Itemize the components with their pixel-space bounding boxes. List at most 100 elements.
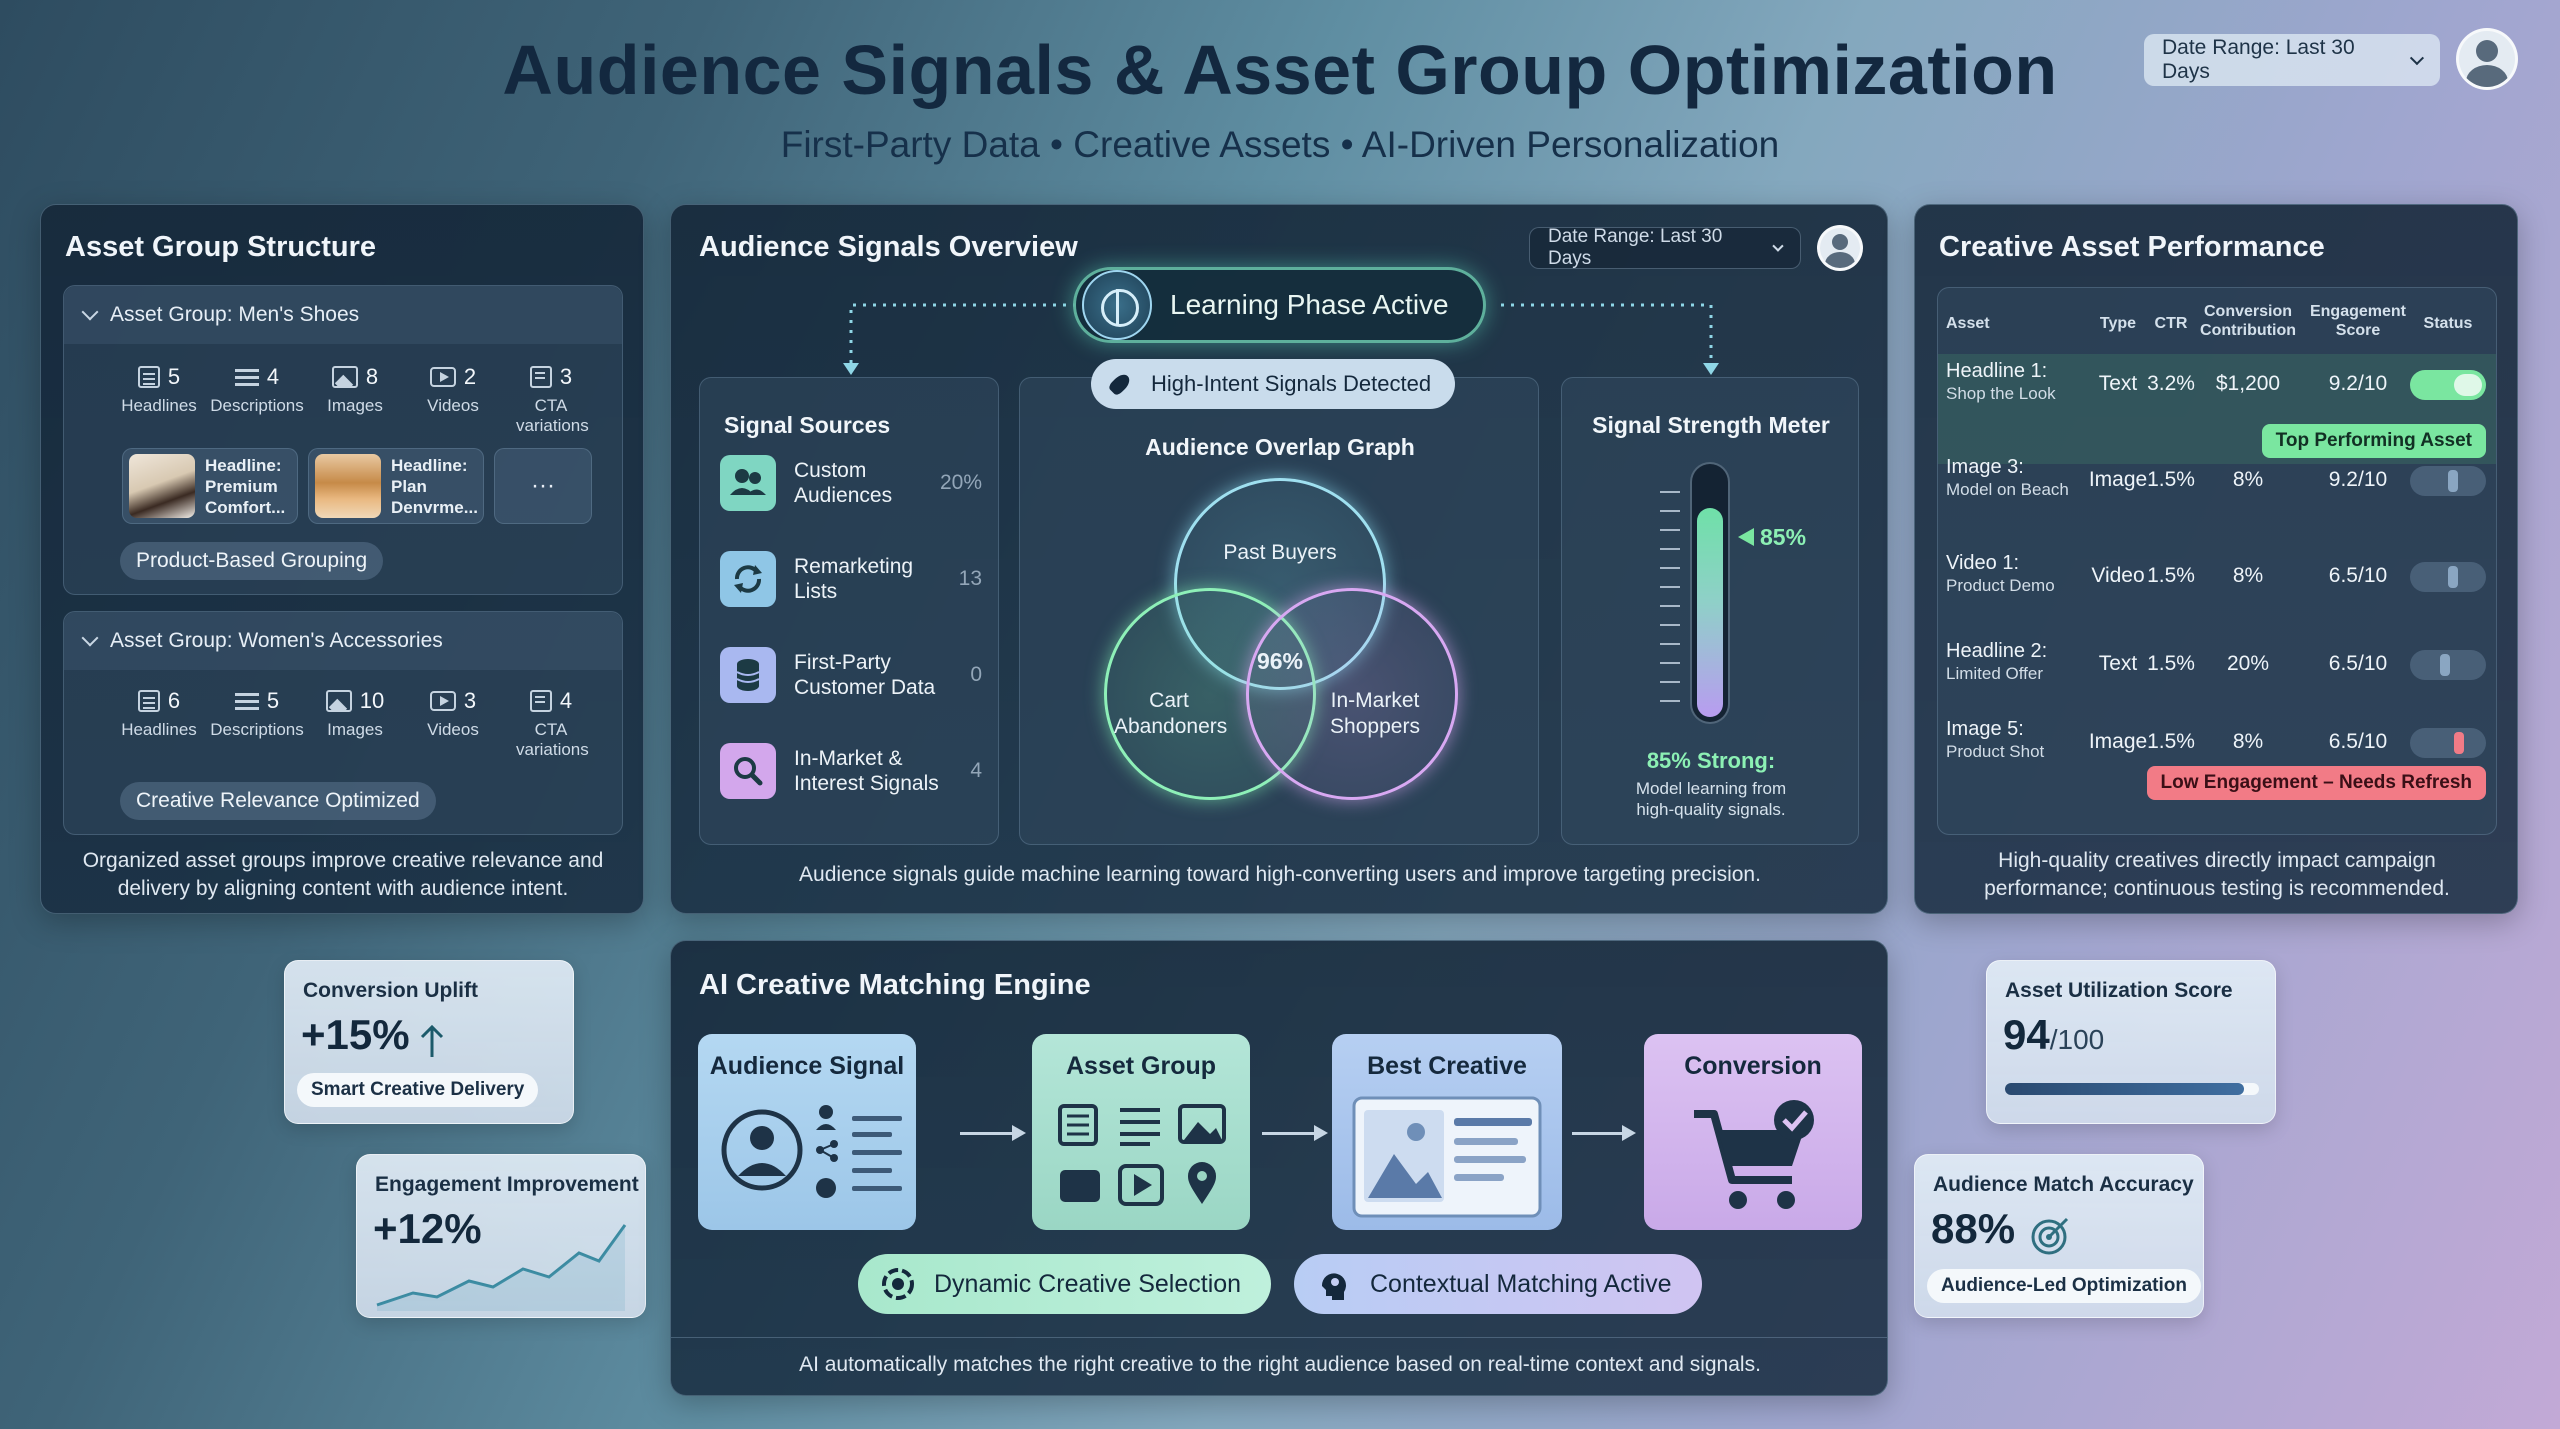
asset-icons-grid xyxy=(1058,1104,1226,1206)
venn-label: In-Market Shoppers xyxy=(1330,689,1420,738)
panel-footnote: High-quality creatives directly impact c… xyxy=(1984,849,2450,900)
signal-source-custom-audiences[interactable]: Custom Audiences 20% xyxy=(720,448,982,518)
panel-title: Asset Group Structure xyxy=(65,231,376,263)
stat-value: 2 xyxy=(463,364,477,389)
date-range-dropdown[interactable]: Date Range: Last 30 Days xyxy=(1529,226,1801,269)
learning-phase-badge: Learning Phase Active xyxy=(1073,267,1486,343)
kpi-title: Engagement Improvement xyxy=(375,1173,639,1196)
asset-title: Image 3: xyxy=(1946,456,2024,478)
asset-detail: Model on Beach xyxy=(1946,480,2069,499)
panel-footnote: AI automatically matches the right creat… xyxy=(799,1353,1761,1376)
signal-source-label: First-Party Customer Data xyxy=(794,651,936,699)
asset-ctr: 1.5% xyxy=(2147,730,2195,753)
date-range-dropdown[interactable]: Date Range: Last 30 Days xyxy=(2144,34,2440,86)
venn-label: Past Buyers xyxy=(1223,541,1337,564)
table-header: Type xyxy=(2099,315,2137,332)
step-best-creative[interactable]: Best Creative xyxy=(1332,1034,1562,1230)
user-avatar[interactable] xyxy=(2456,28,2518,90)
asset-conversion: 8% xyxy=(2232,564,2264,587)
stat-label: CTA variations xyxy=(516,396,589,435)
asset-ctr: 1.5% xyxy=(2147,564,2195,587)
venn-circle-in-market[interactable] xyxy=(1246,588,1458,800)
status-toggle[interactable] xyxy=(2410,650,2486,680)
stat-videos: 3 Videos xyxy=(404,688,502,740)
section-title: Signal Sources xyxy=(724,412,891,438)
video-icon xyxy=(429,691,456,711)
ellipsis-icon: ··· xyxy=(531,472,555,499)
status-toggle[interactable] xyxy=(2410,728,2486,758)
stat-value: 3 xyxy=(559,364,573,389)
footer-divider xyxy=(671,1337,1887,1338)
lines-icon xyxy=(234,691,259,711)
stat-value: 8 xyxy=(365,364,379,389)
database-icon xyxy=(720,647,776,703)
asset-score: 6.5/10 xyxy=(2328,652,2388,675)
signal-source-first-party[interactable]: First-Party Customer Data 0 xyxy=(720,640,982,710)
panel-title: Creative Asset Performance xyxy=(1939,231,2325,263)
status-toggle[interactable] xyxy=(2410,466,2486,496)
asset-type: Image xyxy=(2088,468,2148,491)
asset-name: Headline 2:Limited Offer xyxy=(1946,640,2086,685)
kpi-pill: Smart Creative Delivery xyxy=(297,1073,539,1107)
video-icon xyxy=(429,367,456,387)
asset-group-header[interactable]: Asset Group: Women's Accessories xyxy=(64,612,622,670)
step-title: Asset Group xyxy=(1065,1052,1217,1080)
learning-phase-label: Learning Phase Active xyxy=(1170,289,1449,320)
step-audience-signal[interactable]: Audience Signal xyxy=(698,1034,916,1230)
stat-descriptions: 5 Descriptions xyxy=(208,688,306,740)
rocket-icon xyxy=(1109,371,1135,397)
user-avatar[interactable] xyxy=(1817,225,1863,271)
shopping-cart-icon xyxy=(1694,1100,1814,1209)
date-range-label: Date Range: Last 30 Days xyxy=(2162,36,2355,83)
asset-conversion: $1,200 xyxy=(2215,372,2281,395)
asset-type: Text xyxy=(2098,372,2138,395)
thumbnail-headline: Headline: Premium Comfort... xyxy=(205,455,286,517)
overlap-value: 96% xyxy=(1256,648,1304,674)
signal-source-label: In-Market & Interest Signals xyxy=(794,747,939,795)
meter-pointer xyxy=(1738,528,1754,546)
panel-title: AI Creative Matching Engine xyxy=(699,969,1091,1001)
kpi-title: Audience Match Accuracy xyxy=(1933,1173,2194,1196)
asset-group-name: Asset Group: Women's Accessories xyxy=(110,629,443,652)
stat-label: Descriptions xyxy=(210,720,304,739)
toggle-knob xyxy=(2454,732,2464,754)
status-toggle[interactable] xyxy=(2410,562,2486,592)
venn-label: Cart Abandoners xyxy=(1114,689,1228,738)
asset-conversion: 20% xyxy=(2226,652,2270,675)
asset-ctr: 3.2% xyxy=(2147,372,2195,395)
cta-icon xyxy=(529,366,552,388)
date-range-label: Date Range: Last 30 Days xyxy=(1548,226,1723,269)
meter-note: Model learning from high-quality signals… xyxy=(1635,779,1787,819)
asset-thumbnail-card[interactable]: Headline: Plan Denvrme... xyxy=(308,448,484,524)
image-icon xyxy=(325,690,352,712)
kpi-unit: /100 xyxy=(2049,1024,2105,1055)
contextual-matching-pill[interactable]: Contextual Matching Active xyxy=(1294,1254,1702,1314)
meter-status: 85% Strong: xyxy=(1646,748,1776,773)
step-asset-group[interactable]: Asset Group xyxy=(1032,1034,1250,1230)
table-header: CTR xyxy=(2154,315,2188,332)
audience-match-card: Audience Match Accuracy 88% Audience-Led… xyxy=(1914,1154,2204,1318)
asset-thumbnail-card[interactable]: Headline: Premium Comfort... xyxy=(122,448,298,524)
model-image xyxy=(315,454,381,518)
stat-images: 8 Images xyxy=(306,364,404,416)
utilization-bar-fill xyxy=(2005,1083,2244,1095)
asset-group-card: Asset Group: Men's Shoes 5 Headlines 4 D… xyxy=(63,285,623,595)
stat-value: 4 xyxy=(266,364,280,389)
kpi-number: 94 xyxy=(2003,1011,2050,1058)
more-assets-button[interactable]: ··· xyxy=(494,448,592,524)
step-conversion[interactable]: Conversion xyxy=(1644,1034,1862,1230)
panel-title: Audience Signals Overview xyxy=(699,231,1078,263)
dynamic-creative-pill[interactable]: Dynamic Creative Selection xyxy=(858,1254,1272,1314)
asset-group-header[interactable]: Asset Group: Men's Shoes xyxy=(64,286,622,344)
status-toggle[interactable] xyxy=(2410,370,2486,400)
signal-source-remarketing[interactable]: Remarketing Lists 13 xyxy=(720,544,982,614)
signal-source-in-market[interactable]: In-Market & Interest Signals 4 xyxy=(720,736,982,806)
asset-score: 9.2/10 xyxy=(2328,468,2388,491)
meter-value: 85% xyxy=(1760,524,1807,550)
asset-title: Image 5: xyxy=(1946,718,2024,740)
